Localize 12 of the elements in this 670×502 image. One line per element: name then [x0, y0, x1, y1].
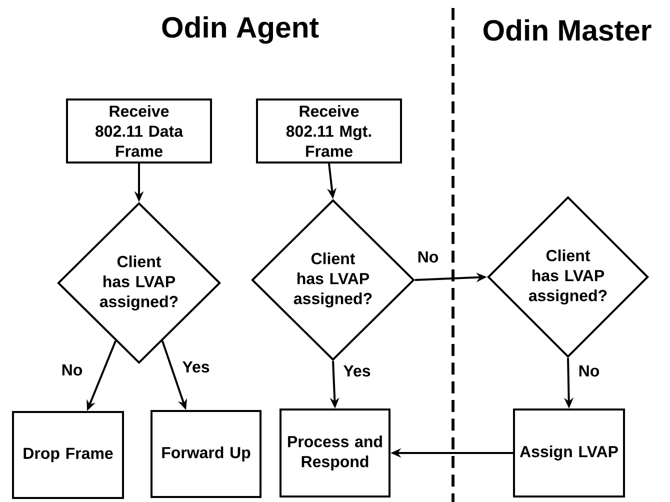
edge-label: No [60, 363, 84, 377]
process-box: Receive 802.11 Mgt. Frame [256, 98, 402, 164]
edge-label: No [416, 250, 440, 264]
edge-label: No [577, 364, 601, 378]
heading: Odin Agent [162, 16, 319, 44]
process-box: Process and Respond [280, 408, 390, 498]
process-box: Drop Frame [12, 411, 124, 499]
process-box: Receive 802.11 Data Frame [66, 98, 212, 164]
process-box: Forward Up [150, 410, 262, 498]
heading: Odin Master [483, 19, 652, 41]
process-box: Assign LVAP [513, 408, 625, 498]
edge-label: Yes [342, 364, 372, 378]
